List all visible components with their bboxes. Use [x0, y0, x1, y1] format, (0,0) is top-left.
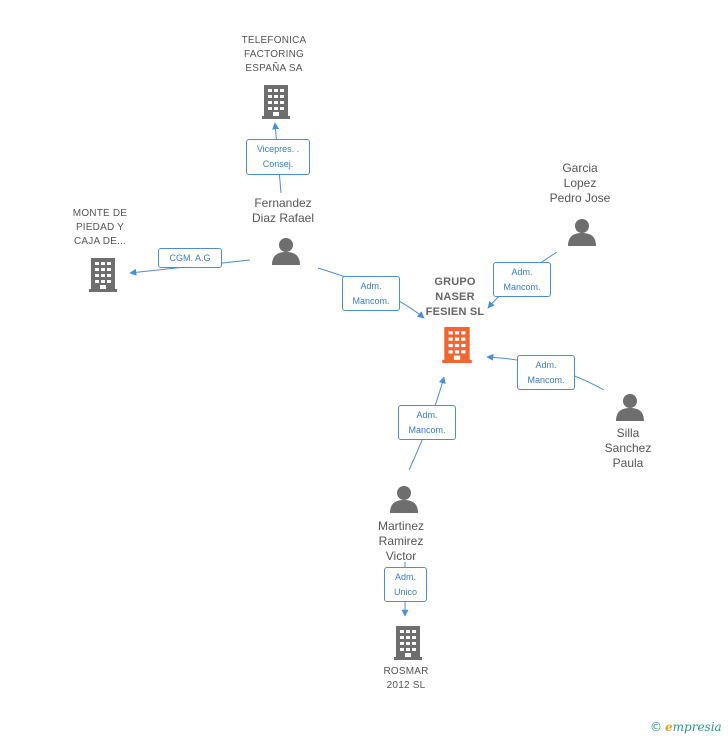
telefonica-building-icon[interactable]	[262, 85, 290, 119]
edge-label-martinez-adm[interactable]: Adm. Mancom.	[398, 405, 456, 440]
fernandez-person-icon[interactable]	[272, 238, 300, 265]
brand-name: mpresia	[672, 720, 722, 734]
rosmar-building-icon[interactable]	[394, 626, 422, 660]
garcia-person-icon[interactable]	[568, 219, 596, 246]
brand-footer[interactable]: ©empresia	[650, 720, 722, 734]
edge-label-unico[interactable]: Adm. Unico	[384, 567, 427, 602]
silla-person-icon[interactable]	[616, 394, 644, 421]
monte-building-icon[interactable]	[89, 258, 117, 292]
edge-label-garcia-adm[interactable]: Adm. Mancom.	[493, 262, 551, 297]
garcia-label[interactable]: Garcia Lopez Pedro Jose	[549, 161, 611, 205]
edge-label-cgm[interactable]: CGM. A.G	[158, 248, 222, 268]
monte-label[interactable]: MONTE DE PIEDAD Y CAJA DE...	[72, 208, 128, 247]
martinez-label[interactable]: Martinez Ramirez Victor	[377, 519, 424, 563]
silla-label[interactable]: Silla Sanchez Paula	[604, 426, 652, 470]
grupo-building-icon[interactable]	[442, 327, 472, 363]
rosmar-label[interactable]: ROSMAR 2012 SL	[383, 666, 429, 691]
edge-label-vicepres[interactable]: Vicepres. . Consej.	[246, 139, 310, 175]
grupo-label[interactable]: GRUPO NASER FESIEN SL	[425, 276, 485, 318]
fernandez-label[interactable]: Fernandez Diaz Rafael	[251, 196, 315, 225]
martinez-person-icon[interactable]	[390, 486, 418, 513]
edge-label-fernandez-adm[interactable]: Adm. Mancom.	[342, 276, 400, 311]
copyright-symbol: ©	[650, 720, 662, 734]
brand-logo-e: e	[665, 720, 673, 734]
edge-label-silla-adm[interactable]: Adm. Mancom.	[517, 355, 575, 390]
telefonica-label[interactable]: TELEFONICA FACTORING ESPAÑA SA	[241, 35, 307, 74]
